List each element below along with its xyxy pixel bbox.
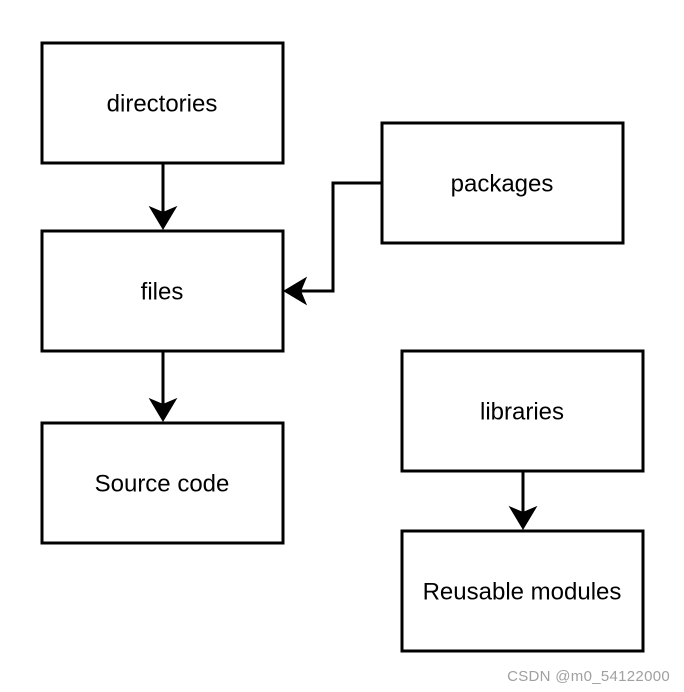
edge-libraries-to-reusable-modules <box>508 471 538 530</box>
watermark: CSDN @m0_54122000 <box>507 668 670 685</box>
edge-files-to-source-code <box>148 351 178 422</box>
edge-directories-to-files <box>148 163 178 230</box>
node-libraries-label: libraries <box>480 399 564 426</box>
node-directories-label: directories <box>107 91 218 118</box>
arrowhead <box>508 505 538 530</box>
arrowhead <box>283 276 308 306</box>
edge-packages-to-files <box>283 181 382 306</box>
node-packages-label: packages <box>451 171 554 198</box>
node-reusable-modules-label: Reusable modules <box>423 579 622 606</box>
node-packages: packages <box>380 121 625 245</box>
node-source-code-label: Source code <box>95 471 230 498</box>
node-directories: directories <box>40 41 285 165</box>
node-files: files <box>40 229 285 353</box>
node-libraries: libraries <box>400 349 645 473</box>
node-files-label: files <box>141 279 184 306</box>
node-reusable-modules: Reusable modules <box>400 529 645 653</box>
arrowhead <box>148 205 178 230</box>
arrowhead <box>148 397 178 422</box>
node-source-code: Source code <box>40 421 285 545</box>
